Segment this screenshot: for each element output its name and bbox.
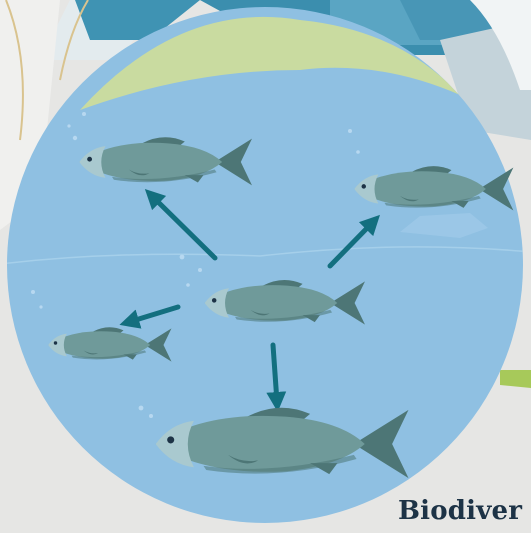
- caption-text: Biodiver: [398, 496, 522, 526]
